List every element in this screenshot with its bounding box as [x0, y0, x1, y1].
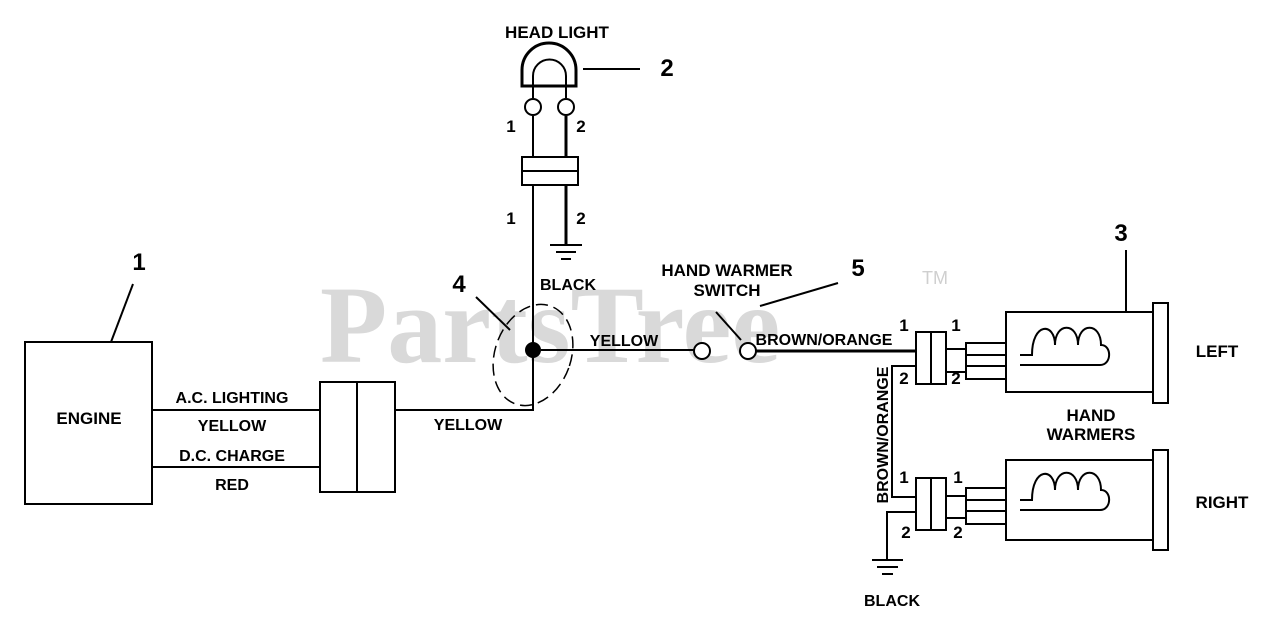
head-light-label: HEAD LIGHT — [505, 23, 610, 42]
yellow-switch-label: YELLOW — [590, 333, 659, 350]
headlight-pin-1-lower: 1 — [506, 209, 515, 228]
yellow-main-label: YELLOW — [434, 417, 503, 434]
engine-box — [24, 341, 153, 505]
headlight-terminal-2 — [557, 98, 575, 116]
hand-warmers-label-line2: WARMERS — [1047, 425, 1136, 444]
switch-terminal-1 — [693, 342, 711, 360]
brown-orange-vertical-label: BROWN/ORANGE — [875, 366, 892, 503]
right-conn-pin-1-in: 1 — [899, 468, 908, 487]
watermark-trademark: TM — [922, 268, 948, 288]
headlight-filament — [532, 58, 567, 98]
right-conn-pin-1-out: 1 — [953, 468, 962, 487]
callout-3: 3 — [1114, 220, 1127, 247]
ac-yellow-label: YELLOW — [198, 418, 267, 435]
callout-5-leader — [759, 282, 839, 307]
yellow-main-wire — [395, 350, 534, 411]
junction-highlight — [492, 303, 574, 407]
left-warmer-body — [1005, 311, 1154, 393]
dc-red-label: RED — [215, 477, 249, 494]
hand-warmers-label-line1: HAND — [1066, 406, 1115, 425]
dc-charge-label: D.C. CHARGE — [179, 448, 285, 465]
switch-leader — [715, 311, 742, 341]
headlight-pin-1-upper: 1 — [506, 117, 515, 136]
callout-1-leader — [110, 283, 134, 343]
ac-lighting-label: A.C. LIGHTING — [176, 390, 289, 407]
watermark: PartsTree — [320, 264, 780, 386]
left-label: LEFT — [1196, 342, 1239, 361]
right-conn-pin-2-out: 2 — [953, 523, 962, 542]
left-warmer-endcap — [1152, 302, 1169, 404]
left-conn-pin-1-in: 1 — [899, 316, 908, 335]
callout-5: 5 — [851, 255, 864, 282]
right-label: RIGHT — [1196, 493, 1250, 512]
callout-4-leader — [475, 296, 511, 331]
callout-4: 4 — [452, 271, 466, 298]
headlight-terminal-1 — [524, 98, 542, 116]
right-warmer-coil — [1020, 471, 1111, 511]
left-warmer-coil — [1020, 326, 1111, 366]
engine-label: ENGINE — [56, 409, 121, 428]
headlight-bulb-outer — [520, 41, 578, 88]
left-conn-pin-2-out: 2 — [951, 369, 960, 388]
left-conn-pin-2-in: 2 — [899, 369, 908, 388]
headlight-pin-2-lower: 2 — [576, 209, 585, 228]
switch-label-line1: HAND WARMER — [661, 261, 792, 280]
left-conn-pin-1-out: 1 — [951, 316, 960, 335]
black-label-top: BLACK — [540, 277, 596, 294]
right-warmer-endcap — [1152, 449, 1169, 551]
black-label-bottom: BLACK — [864, 593, 920, 610]
brown-orange-vertical-wire — [891, 365, 916, 498]
bottom-black-wire — [886, 511, 916, 560]
switch-terminal-2 — [739, 342, 757, 360]
brown-orange-label: BROWN/ORANGE — [756, 332, 893, 349]
right-conn-pin-2-in: 2 — [901, 523, 910, 542]
callout-1: 1 — [132, 249, 145, 276]
switch-label-line2: SWITCH — [693, 281, 760, 300]
headlight-pin-2-upper: 2 — [576, 117, 585, 136]
callout-2: 2 — [660, 55, 673, 82]
